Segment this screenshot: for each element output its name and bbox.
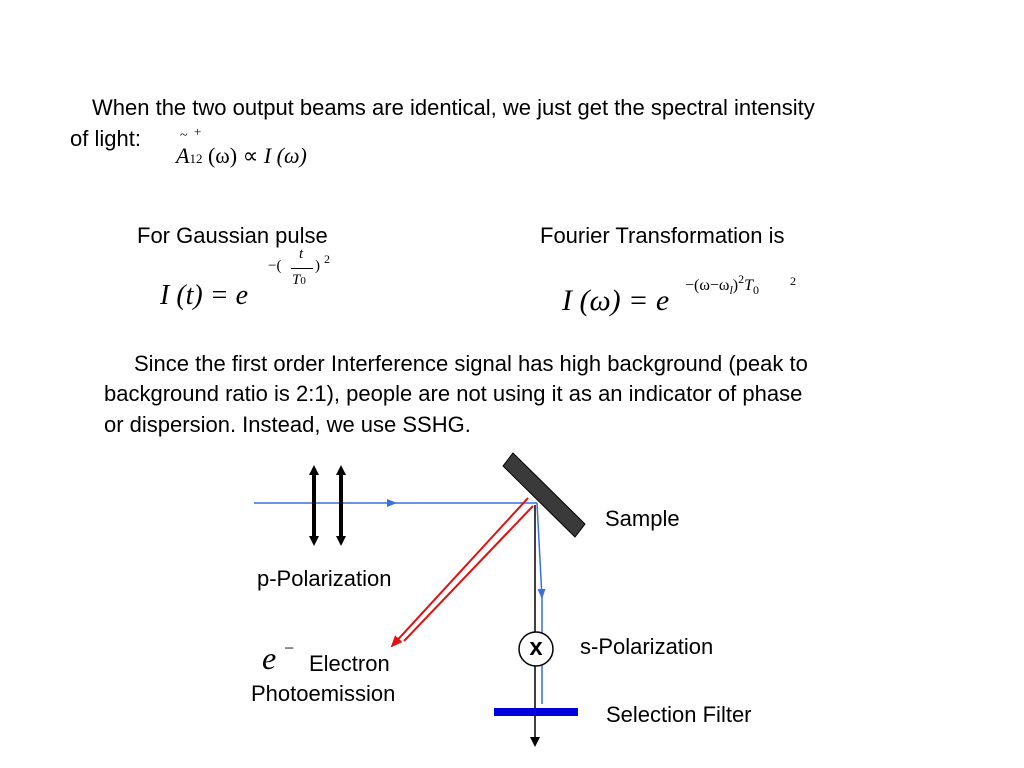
- electron-symbol: e: [262, 640, 277, 676]
- fourier-exp-t-sub: 0: [753, 283, 760, 297]
- eq-arg: (ω): [207, 143, 238, 168]
- p-polarization-label: p-Polarization: [257, 566, 392, 591]
- fourier-exp-t: T: [744, 277, 754, 294]
- photoemission-beam-2: [403, 505, 534, 642]
- fourier-exp-t-pow: 2: [790, 274, 796, 288]
- fourier-exp-sq: 2: [738, 272, 745, 286]
- fourier-exp-a: −(ω−ω: [685, 277, 730, 294]
- gaussian-exp-den-sub: 0: [300, 275, 306, 287]
- reflected-beam: [536, 502, 546, 599]
- gaussian-exp-fraction-bar: [291, 268, 313, 269]
- fourier-exponent: −(ω−ωl)2T0: [685, 272, 760, 297]
- eq-rel: ∝: [242, 143, 259, 168]
- paragraph-line-3: or dispersion. Instead, we use SSHG.: [104, 412, 471, 437]
- selection-filter-bar: [494, 708, 578, 716]
- analyzer-circle: [518, 631, 554, 667]
- gaussian-exp-pre: −(: [268, 258, 282, 274]
- sample-label: Sample: [605, 506, 680, 531]
- selection-filter-label: Selection Filter: [606, 702, 752, 727]
- s-polarization-label: s-Polarization: [580, 634, 714, 659]
- fourier-exp-b: ): [732, 277, 739, 294]
- gaussian-exp-num: t: [299, 246, 304, 262]
- sample-mirror: [502, 452, 586, 538]
- paragraph-line-1: Since the first order Interference signa…: [134, 351, 808, 376]
- gaussian-heading: For Gaussian pulse: [137, 223, 328, 248]
- electron-label-1: Electron: [309, 651, 390, 676]
- electron-label-2: Photoemission: [251, 681, 396, 706]
- fourier-equation-lhs: I (ω) = e: [562, 284, 670, 317]
- gaussian-exp-post: ): [315, 258, 320, 274]
- eq-plus: +: [194, 124, 202, 139]
- electron-sup: −: [284, 638, 295, 658]
- paragraph-line-2: background ratio is 2:1), people are not…: [104, 381, 803, 406]
- gaussian-equation-lhs: I (t) = e: [160, 280, 249, 311]
- intro-line-2: of light:: [70, 126, 141, 151]
- fourier-heading: Fourier Transformation is: [540, 223, 785, 248]
- eq-a-sub: 12: [189, 151, 203, 166]
- intro-line-1: When the two output beams are identical,…: [92, 95, 815, 120]
- gaussian-exp-den: T: [292, 272, 301, 288]
- eq-a: A: [176, 143, 190, 168]
- fourier-exp-l: l: [729, 283, 733, 297]
- intro-equation: A12 (ω) ∝ I (ω): [176, 143, 307, 169]
- analyzer-symbol: x: [529, 634, 543, 661]
- gaussian-exp-den-wrap: T0: [292, 272, 306, 289]
- photoemission-beam-1: [390, 497, 529, 648]
- eq-tilde: ~: [180, 128, 188, 143]
- eq-rhs: I (ω): [263, 143, 307, 168]
- gaussian-exp-pow: 2: [324, 252, 330, 266]
